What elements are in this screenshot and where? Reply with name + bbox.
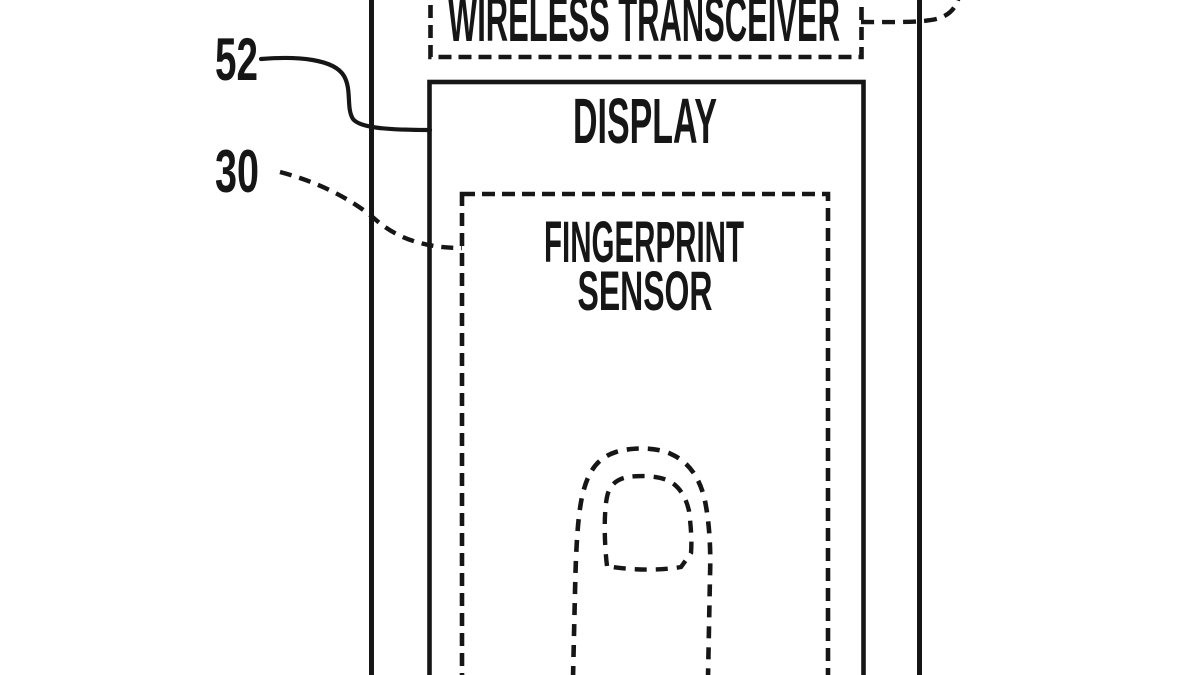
display-box (427, 79, 866, 675)
ref-52-numeral: 52 (215, 26, 258, 93)
wireless-transceiver-label: WIRELESS TRANSCEIVER (448, 0, 840, 55)
wireless-transceiver-box (428, 0, 864, 60)
transceiver-leader-line-offscreen (860, 0, 961, 25)
ref-30-leader-line (279, 169, 463, 251)
fingernail-outline (602, 473, 694, 572)
fingerprint-sensor-label-line1: FINGERPRINT (544, 210, 744, 275)
fingerprint-sensor-label-line2: SENSOR (578, 259, 713, 322)
fingerprint-sensor-box (459, 191, 831, 675)
ref-30-numeral: 30 (215, 138, 259, 205)
ref-52-leader-line (258, 55, 433, 133)
finger-outline (570, 446, 713, 675)
display-label: DISPLAY (573, 85, 717, 157)
